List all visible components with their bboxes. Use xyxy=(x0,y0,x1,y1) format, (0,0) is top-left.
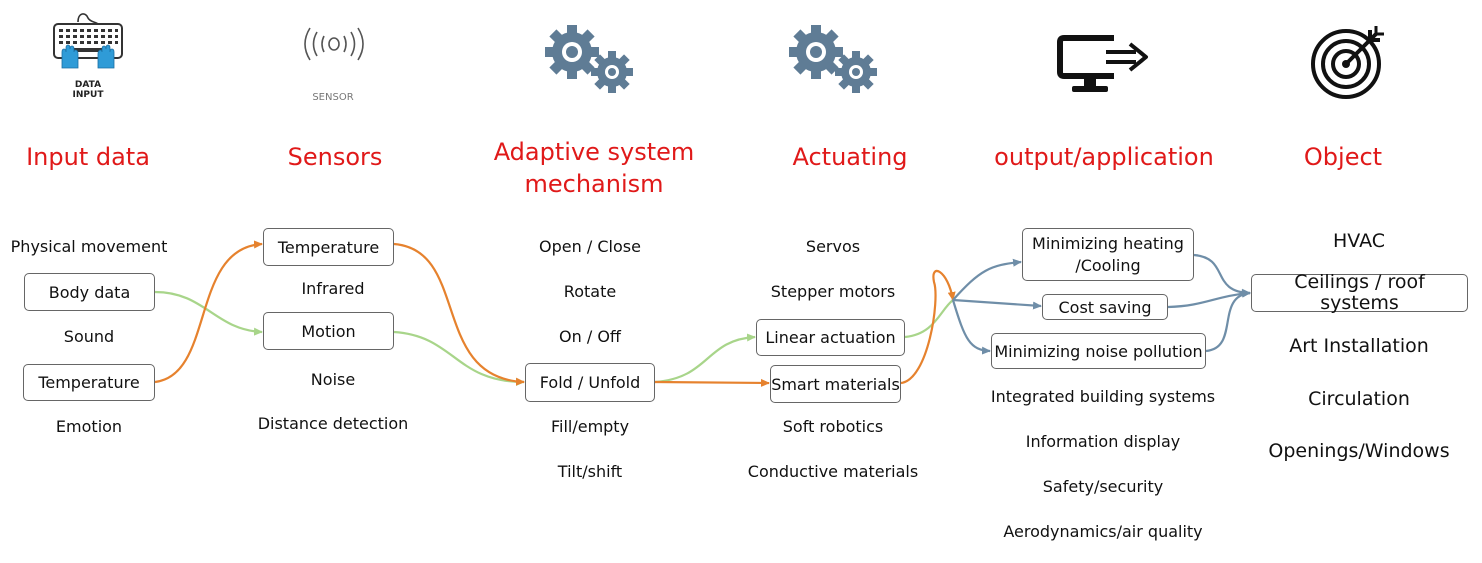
object-item-openings-windows: Openings/Windows xyxy=(1268,440,1450,462)
actuating-item-stepper-motors: Stepper motors xyxy=(770,282,896,301)
sensor-box-motion: Motion xyxy=(263,312,394,350)
flow-junction-to-noise xyxy=(951,299,991,355)
output-box-cost-saving: Cost saving xyxy=(1042,294,1168,320)
sensor-waves-icon xyxy=(304,27,364,61)
sensor-item-distance-detection: Distance detection xyxy=(257,414,409,433)
actuating-box-linear-actuation: Linear actuation xyxy=(756,319,905,356)
mechanism-item-tilt-shift: Tilt/shift xyxy=(557,462,623,481)
input-box-temperature: Temperature xyxy=(23,364,155,401)
mechanism-item-rotate: Rotate xyxy=(563,282,617,301)
actuating-item-servos: Servos xyxy=(805,237,861,256)
flow-temperature-sensor-to-fold xyxy=(393,242,525,386)
flow-noise-to-ceilings xyxy=(1205,289,1251,353)
output-box-minimizing-noise-pollution: Minimizing noise pollution xyxy=(991,333,1206,369)
object-item-hvac: HVAC xyxy=(1333,230,1385,252)
icon-caption-sensor: SENSOR xyxy=(312,92,354,103)
output-item-aerodynamics-air-quality: Aerodynamics/air quality xyxy=(1003,522,1203,541)
mechanism-item-on-off: On / Off xyxy=(559,327,621,346)
output-item-integrated-building-systems: Integrated building systems xyxy=(990,387,1216,406)
actuating-box-smart-materials: Smart materials xyxy=(770,365,901,403)
output-item-safety-security: Safety/security xyxy=(1042,477,1164,496)
actuating-item-conductive-materials: Conductive materials xyxy=(747,462,919,481)
input-item-emotion: Emotion xyxy=(55,417,123,436)
flow-heating-to-ceilings xyxy=(1193,253,1251,297)
flow-smart-materials-to-output xyxy=(900,270,956,385)
flow-cost-to-ceilings xyxy=(1167,289,1251,309)
mechanism-item-fill-empty: Fill/empty xyxy=(550,417,630,436)
column-title-input-data: Input data xyxy=(26,143,150,171)
target-icon xyxy=(1311,26,1384,99)
column-title-object: Object xyxy=(1303,143,1383,171)
actuating-item-soft-robotics: Soft robotics xyxy=(782,417,884,436)
sensor-item-noise: Noise xyxy=(310,370,356,389)
column-title-adaptive-system-mechanism: Adaptive system mechanism xyxy=(493,138,695,198)
flow-junction-to-heating xyxy=(952,258,1022,301)
output-item-information-display: Information display xyxy=(1025,432,1181,451)
flow-fold-to-linear-actuation xyxy=(654,333,756,384)
object-item-circulation: Circulation xyxy=(1308,388,1410,410)
object-item-art-installation: Art Installation xyxy=(1289,335,1429,357)
flow-fold-to-smart-materials xyxy=(654,378,770,387)
output-box-minimizing-heating-cooling: Minimizing heating /Cooling xyxy=(1022,228,1194,281)
flow-body-data-to-motion xyxy=(154,290,263,336)
mechanism-box-fold-unfold: Fold / Unfold xyxy=(525,363,655,402)
sensor-item-infrared: Infrared xyxy=(301,279,365,298)
keyboard-hands-icon xyxy=(53,13,123,69)
column-title-output-application: output/application xyxy=(994,143,1214,171)
column-title-sensors: Sensors xyxy=(287,143,383,171)
object-box-ceilings-roof-systems: Ceilings / roof systems xyxy=(1251,272,1468,314)
input-box-body-data: Body data xyxy=(24,273,155,311)
sensor-box-temperature: Temperature xyxy=(263,228,394,266)
gears-icon xyxy=(789,25,877,93)
mechanism-item-open-close: Open / Close xyxy=(539,237,641,256)
flow-motion-to-fold xyxy=(393,330,525,386)
input-item-sound: Sound xyxy=(63,327,115,346)
input-item-physical-movement: Physical movement xyxy=(10,237,168,256)
flow-temperature-to-temperature-sensor xyxy=(154,240,263,384)
column-title-actuating: Actuating xyxy=(792,143,908,171)
gears-icon xyxy=(545,25,633,93)
monitor-output-icon xyxy=(1057,35,1148,92)
icon-caption-data-input: DATA INPUT xyxy=(72,80,104,100)
flow-linear-actuation-to-output xyxy=(904,299,954,339)
flow-junction-to-cost xyxy=(952,298,1042,310)
